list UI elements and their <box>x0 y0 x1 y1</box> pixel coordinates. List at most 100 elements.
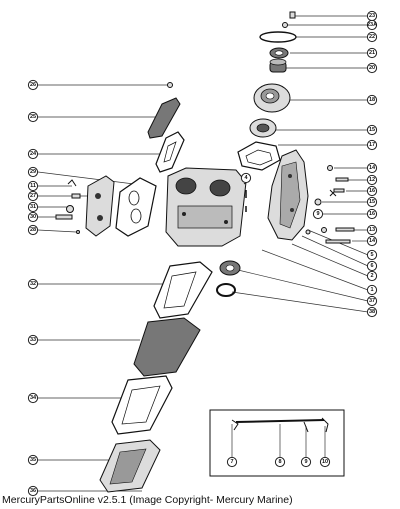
plate-33-part <box>133 317 201 377</box>
svg-text:5: 5 <box>370 252 373 258</box>
svg-text:31: 31 <box>30 204 36 210</box>
callout-12: 12 <box>366 174 378 186</box>
svg-text:29: 29 <box>30 169 36 175</box>
callout-2: 2 <box>366 270 378 282</box>
callout-35: 35 <box>27 454 39 466</box>
svg-text:22: 22 <box>369 34 375 40</box>
svg-text:9: 9 <box>316 211 319 217</box>
ball-bearing-part <box>249 118 277 138</box>
svg-text:34: 34 <box>30 395 37 401</box>
callout-20: 20 <box>366 62 378 74</box>
svg-text:24: 24 <box>30 151 37 157</box>
callout-31: 31 <box>27 201 39 213</box>
svg-text:10: 10 <box>322 459 328 465</box>
svg-text:36: 36 <box>30 488 36 494</box>
svg-text:23A: 23A <box>367 22 377 28</box>
callout-14-top: 14 <box>366 162 378 174</box>
svg-text:17: 17 <box>369 142 375 148</box>
callout-10-inset: 10 <box>319 456 331 468</box>
leader-lines <box>37 15 369 492</box>
callout-26: 26 <box>27 79 39 91</box>
svg-text:13: 13 <box>369 227 375 233</box>
callout-18: 18 <box>366 94 378 106</box>
top-bolt-part <box>289 11 296 19</box>
svg-text:2: 2 <box>370 273 373 279</box>
callout-8-inset: 8 <box>274 456 286 468</box>
svg-text:25: 25 <box>30 114 36 120</box>
callout-28: 28 <box>27 224 39 236</box>
svg-text:4: 4 <box>244 175 248 181</box>
svg-text:1: 1 <box>370 287 373 293</box>
o-ring-38-part <box>216 283 236 297</box>
svg-text:27: 27 <box>30 193 36 199</box>
callout-25: 25 <box>27 111 39 123</box>
svg-text:35: 35 <box>30 457 36 463</box>
callout-32: 32 <box>27 278 39 290</box>
svg-text:7: 7 <box>230 459 233 465</box>
callout-38: 38 <box>366 306 378 318</box>
gasket-24-part <box>155 131 185 173</box>
callout-14-low: 14 <box>366 235 378 247</box>
callout-7-inset: 7 <box>226 456 238 468</box>
callout-5: 5 <box>366 249 378 261</box>
callout-1: 1 <box>366 284 378 296</box>
callout-37: 37 <box>366 295 378 307</box>
callout-4: 4 <box>240 172 252 184</box>
svg-text:8: 8 <box>278 459 281 465</box>
callout-24: 24 <box>27 148 39 160</box>
svg-text:16: 16 <box>369 211 375 217</box>
gasket-32-part <box>153 261 213 319</box>
small-hardware-left <box>55 179 81 234</box>
gasket-34-part <box>111 375 173 435</box>
inset-linkage-box <box>209 409 345 477</box>
seal-37-part <box>219 260 241 276</box>
svg-text:20: 20 <box>369 65 375 71</box>
callout-16-mid: 16 <box>366 208 378 220</box>
callout-33: 33 <box>27 334 39 346</box>
reed-plate-25-part <box>147 97 181 139</box>
callout-15-mid: 15 <box>366 196 378 208</box>
crankcase-block-part <box>165 167 251 247</box>
callout-17: 17 <box>366 139 378 151</box>
reed-block-29-part <box>115 177 157 237</box>
callout-23a: 23A <box>366 19 378 31</box>
svg-text:15: 15 <box>369 127 375 133</box>
svg-text:9: 9 <box>304 459 307 465</box>
small-part-26 <box>167 82 173 88</box>
callout-16-top: 16 <box>366 185 378 197</box>
bearing-20-part <box>269 58 287 73</box>
callout-23: 23 <box>366 10 378 22</box>
svg-text:15: 15 <box>369 199 375 205</box>
callout-11: 11 <box>27 180 39 192</box>
svg-text:26: 26 <box>30 82 36 88</box>
callout-6: 6 <box>366 260 378 272</box>
svg-text:6: 6 <box>370 263 373 269</box>
bearing-housing-part <box>253 83 291 113</box>
svg-text:21: 21 <box>369 50 375 56</box>
o-ring-part <box>259 31 297 43</box>
svg-text:12: 12 <box>369 177 375 183</box>
callout-30: 30 <box>27 211 39 223</box>
cover-35-part <box>99 439 161 493</box>
small-hardware-right <box>305 165 355 244</box>
svg-text:33: 33 <box>30 337 36 343</box>
intake-cover-part <box>85 175 115 237</box>
callout-36: 36 <box>27 485 39 497</box>
svg-text:14: 14 <box>369 238 376 244</box>
callout-21: 21 <box>366 47 378 59</box>
image-caption: MercuryPartsOnline v2.5.1 (Image Copyrig… <box>2 494 293 506</box>
svg-text:32: 32 <box>30 281 36 287</box>
seal-21-part <box>269 47 289 59</box>
callout-27: 27 <box>27 190 39 202</box>
washer-23a-part <box>282 22 288 28</box>
callout-15-top: 15 <box>366 124 378 136</box>
svg-text:18: 18 <box>369 97 375 103</box>
svg-text:14: 14 <box>369 165 376 171</box>
manifold-cover-part <box>267 149 309 241</box>
svg-text:30: 30 <box>30 214 36 220</box>
svg-text:37: 37 <box>369 298 375 304</box>
callout-22: 22 <box>366 31 378 43</box>
svg-text:23: 23 <box>369 13 375 19</box>
callout-34: 34 <box>27 392 39 404</box>
